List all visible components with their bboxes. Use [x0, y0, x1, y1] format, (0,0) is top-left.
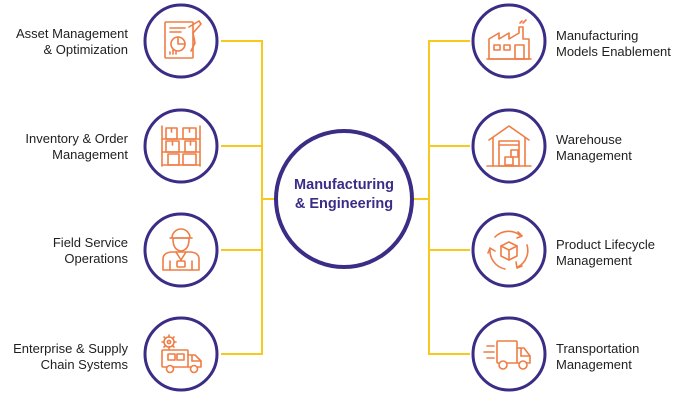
- center-circle: [274, 129, 414, 269]
- truck-gear-icon: [161, 334, 202, 374]
- label-inventory-order: Inventory & Order Management: [25, 131, 128, 162]
- node-circle-inventory-order: [143, 108, 219, 184]
- worker-icon: [162, 228, 200, 271]
- node-circle-transportation: [471, 316, 547, 392]
- warehouse-icon: [486, 125, 532, 167]
- node-circle-warehouse: [471, 108, 547, 184]
- label-asset-management: Asset Management & Optimization: [15, 26, 128, 57]
- shelves-boxes-icon: [161, 125, 201, 167]
- center-title-line2: & Engineering: [294, 196, 394, 212]
- center-title: Manufacturing & Engineering: [276, 176, 412, 214]
- label-manufacturing-models: Manufacturing Models Enablement: [556, 28, 671, 59]
- center-title-line1: Manufacturing: [294, 177, 394, 193]
- label-field-service: Field Service Operations: [52, 235, 128, 266]
- node-circle-manufacturing-models: [471, 3, 547, 79]
- connector-lines: [221, 40, 470, 355]
- left-connector-bracket: [221, 40, 263, 355]
- right-connector-bracket: [428, 40, 470, 355]
- delivery-truck-icon: [483, 340, 531, 370]
- node-circle-field-service: [143, 212, 219, 288]
- node-circle-asset-management: [143, 3, 219, 79]
- label-enterprise-supply: Enterprise & Supply Chain Systems: [13, 341, 128, 372]
- factory-icon: [486, 19, 532, 60]
- label-transportation: Transportation Management: [556, 341, 640, 372]
- recycle-box-icon: [487, 230, 529, 270]
- label-warehouse: Warehouse Management: [556, 132, 632, 163]
- document-pie-chart-icon: [164, 20, 202, 59]
- label-product-lifecycle: Product Lifecycle Management: [556, 237, 655, 268]
